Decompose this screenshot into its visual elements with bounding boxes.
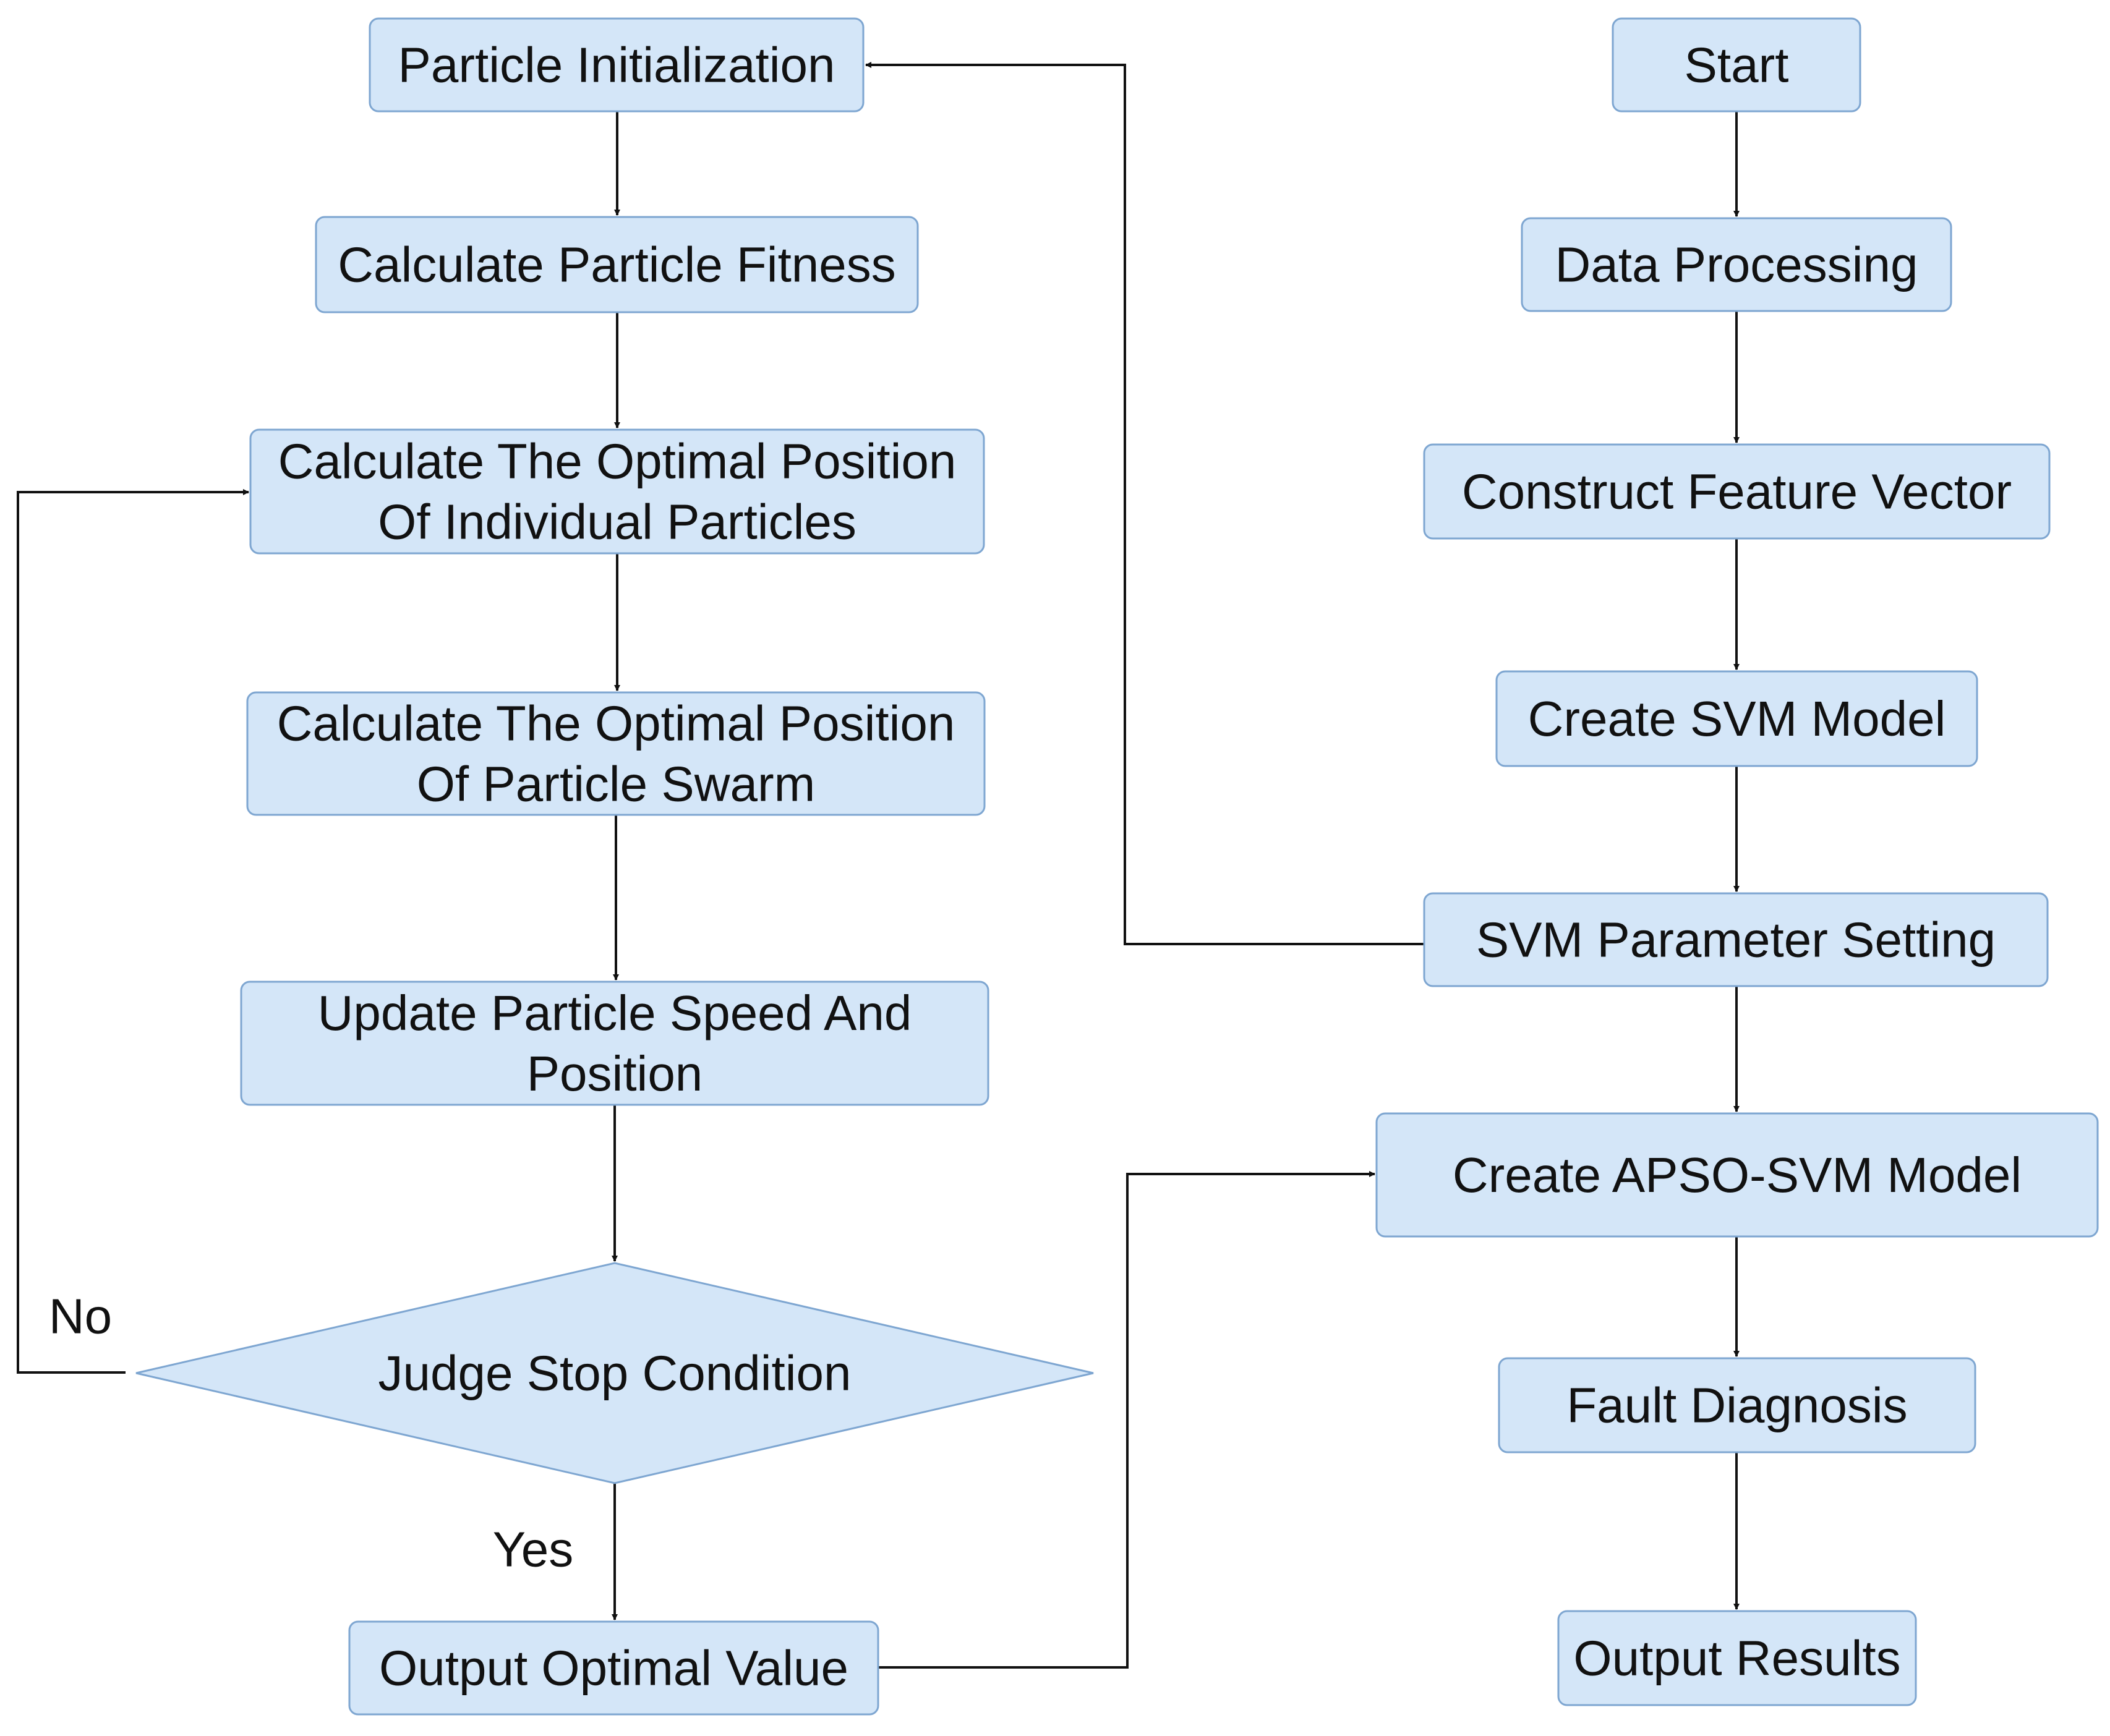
individual-optimal-position-node-box [249,428,985,555]
fault-diagnosis-node: Fault Diagnosis [1498,1357,1976,1453]
construct-feature-vector-node-box [1423,443,2051,540]
output-optimal-value-node: Output Optimal Value [348,1620,879,1716]
start-node-box [1612,17,1861,113]
judge-stop-condition-decision-label: Judge Stop Condition [378,1346,852,1401]
create-apso-svm-model-node-box [1375,1112,2099,1238]
arrow-no-loop [17,489,249,1374]
individual-optimal-position-node-label-line-1: Calculate The Optimal Position [278,434,957,489]
judge-stop-condition-decision: Judge Stop Condition [135,1262,1094,1484]
create-svm-model-node-box [1495,670,1978,767]
no-label: No [49,1289,112,1344]
create-apso-svm-model-node: Create APSO-SVM Model [1375,1112,2099,1238]
start-node: Start [1612,17,1861,113]
create-svm-model-node: Create SVM Model [1495,670,1978,767]
judge-stop-condition-decision-shape [135,1262,1094,1484]
data-processing-node-label: Data Processing [1555,237,1918,292]
output-results-node-label: Output Results [1573,1631,1900,1686]
swarm-optimal-position-node-label-line-2: Of Particle Swarm [417,757,816,812]
svm-parameter-setting-node: SVM Parameter Setting [1423,892,2049,987]
particle-initialization-node: Particle Initialization [369,17,865,113]
individual-optimal-position-node: Calculate The Optimal Position Of Individ… [249,428,985,555]
swarm-optimal-position-node-label-line-1: Calculate The Optimal Position [277,696,955,751]
data-processing-node: Data Processing [1521,217,1952,312]
particle-initialization-node-box [369,17,865,113]
svm-parameter-setting-node-box [1423,892,2049,987]
calculate-particle-fitness-node-label: Calculate Particle Fitness [338,237,896,292]
yes-label: Yes [493,1522,574,1577]
output-optimal-value-node-box [348,1620,879,1716]
calculate-particle-fitness-node-box [315,216,919,313]
output-results-node-box [1557,1610,1917,1706]
particle-initialization-node-label: Particle Initialization [398,38,835,93]
create-apso-svm-model-node-label: Create APSO-SVM Model [1453,1147,2022,1202]
construct-feature-vector-node: Construct Feature Vector [1423,443,2051,540]
swarm-optimal-position-node: Calculate The Optimal Position Of Particl… [246,691,986,816]
output-optimal-value-node-label: Output Optimal Value [379,1641,848,1696]
output-results-node: Output Results [1557,1610,1917,1706]
arrow-optimal-value-to-apso-svm [878,1171,1375,1669]
fault-diagnosis-node-box [1498,1357,1976,1453]
start-node-label: Start [1685,38,1789,93]
arrow-parameter-setting-to-particle-init [865,62,1424,945]
create-svm-model-node-label: Create SVM Model [1528,691,1946,746]
data-processing-node-box [1521,217,1952,312]
update-speed-position-node-label-line-1: Update Particle Speed And [318,985,912,1040]
update-speed-position-node-box [240,981,989,1106]
construct-feature-vector-node-label: Construct Feature Vector [1462,464,2012,519]
calculate-particle-fitness-node: Calculate Particle Fitness [315,216,919,313]
update-speed-position-node-label-line-2: Position [527,1046,703,1101]
svm-parameter-setting-node-label: SVM Parameter Setting [1476,913,1996,968]
individual-optimal-position-node-label-line-2: Of Individual Particles [378,495,856,550]
connector-layer [17,62,1740,1669]
swarm-optimal-position-node-box [246,691,986,816]
fault-diagnosis-node-label: Fault Diagnosis [1566,1378,1907,1433]
